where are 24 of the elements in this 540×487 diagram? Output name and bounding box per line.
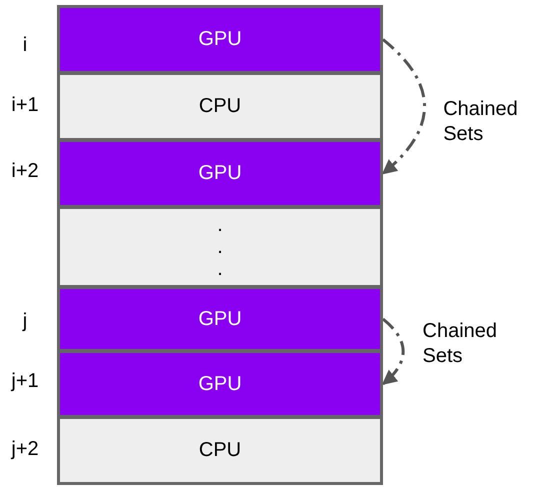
- row-index: j+2: [10, 438, 40, 461]
- row-index: i+2: [10, 160, 40, 183]
- block-label: GPU: [198, 28, 242, 51]
- ellipsis-dot: .: [217, 214, 223, 236]
- gpu-block: [57, 286, 383, 352]
- block-label: GPU: [198, 372, 242, 396]
- block-label: GPU: [198, 308, 242, 330]
- chaining-arrow: [382, 38, 426, 175]
- block-label: CPU: [198, 439, 242, 462]
- ellipsis-dot: .: [217, 258, 223, 280]
- row-index: i+1: [10, 94, 40, 117]
- cpu-block: [57, 72, 383, 141]
- block-label: CPU: [198, 95, 242, 118]
- gpu-block: [57, 139, 383, 208]
- row-index: j: [21, 310, 28, 333]
- chaining-arrow: [382, 318, 405, 386]
- cpu-block: [57, 416, 383, 485]
- gpu-block: [57, 350, 383, 418]
- cpu-block: [57, 206, 383, 288]
- ellipsis-dot: .: [217, 236, 223, 258]
- row-index: j+1: [10, 370, 40, 393]
- block-label: GPU: [198, 162, 242, 185]
- row-index: i: [22, 34, 28, 57]
- gpu-block: [57, 5, 383, 74]
